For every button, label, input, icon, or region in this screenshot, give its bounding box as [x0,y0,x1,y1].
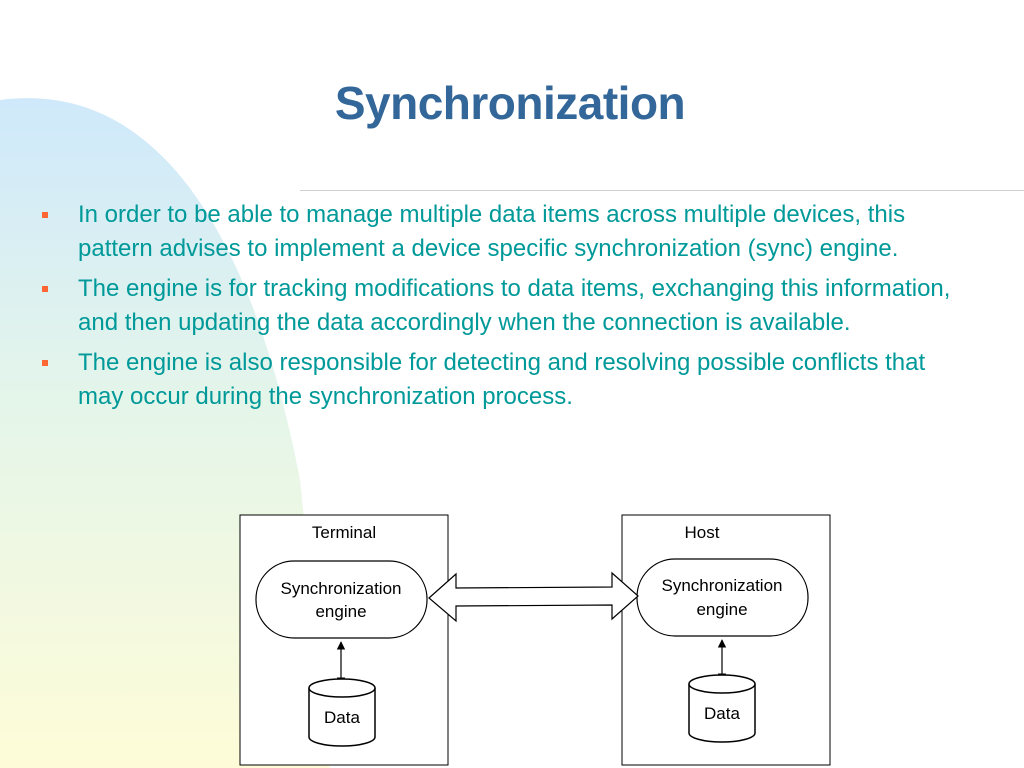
host-database-icon [688,674,756,743]
bullet-item: The engine is for tracking modifications… [42,272,972,340]
terminal-engine-line2: engine [315,602,366,621]
title-divider [300,190,1024,191]
square-bullet-icon [42,212,48,218]
terminal-engine-line1: Synchronization [281,579,402,598]
host-label: Host [685,523,720,542]
bullet-text: The engine is also responsible for detec… [78,349,926,410]
slide-title: Synchronization [334,77,686,129]
terminal-group: Terminal Synchronization engine Data [239,514,449,766]
host-engine-line2: engine [696,600,747,619]
square-bullet-icon [42,286,48,292]
bullet-text: The engine is for tracking modifications… [78,275,951,336]
terminal-data-label: Data [324,708,360,727]
sync-double-arrow [428,571,639,623]
terminal-database-icon [308,678,376,747]
square-bullet-icon [42,360,48,366]
host-engine-line1: Synchronization [662,576,783,595]
terminal-engine-shape [255,560,428,639]
host-engine-shape [636,558,809,637]
host-group: Host Synchronization engine Data [621,514,831,766]
bullet-text: In order to be able to manage multiple d… [78,201,906,262]
bullet-list: In order to be able to manage multiple d… [42,198,972,420]
host-data-label: Data [704,704,740,723]
bullet-item: In order to be able to manage multiple d… [42,198,972,266]
bullet-item: The engine is also responsible for detec… [42,346,972,414]
terminal-label: Terminal [312,523,376,542]
